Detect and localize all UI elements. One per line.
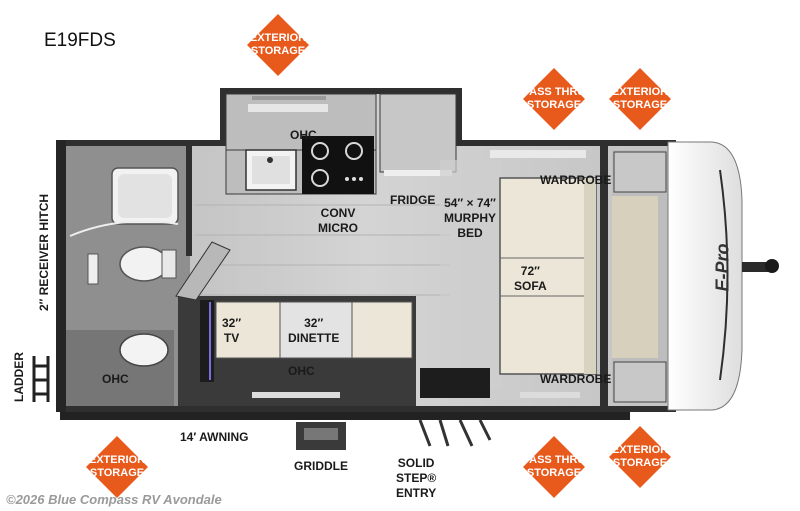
wardrobe-top-box (613, 151, 667, 193)
wardrobe-bottom-label: WARDROBE (540, 372, 612, 386)
ohc-kitchen-shade (248, 104, 328, 112)
dinette-table (279, 301, 353, 359)
shower-door-arc (69, 220, 179, 237)
tp-holder (87, 253, 99, 285)
entry-step (420, 368, 490, 398)
a-frame (742, 262, 772, 272)
front-window-top (490, 150, 586, 158)
wardrobe-top-label: WARDROBE (540, 173, 612, 187)
ohc-bath-label: OHC (102, 372, 129, 386)
badge-line-2: STORAGE (89, 467, 145, 479)
badge-line-1: PASS THRU (522, 454, 586, 466)
ladder-shape (32, 356, 50, 402)
ohc-kitchen-label: OHC (290, 128, 317, 142)
sofa-back (584, 178, 596, 374)
badge-line-2: STORAGE (526, 467, 582, 479)
murphy-bed-line-3: BED (457, 226, 483, 240)
murphy-bed-size: 54″ × 74″ (444, 196, 496, 210)
entry-label: SOLID STEP® ENTRY (396, 456, 436, 501)
tv-size: 32″ (222, 316, 242, 330)
fridge (379, 93, 457, 173)
knob-2 (352, 177, 356, 181)
badge-line-1: EXTERIOR (611, 86, 669, 98)
badge-line-1: EXTERIOR (249, 32, 307, 44)
entry-line-2: STEP® (396, 471, 437, 485)
cap-stripe (719, 169, 729, 381)
conv-micro-line-1: CONV (320, 206, 356, 220)
cooktop (302, 136, 374, 194)
murphy-bed-line-2: MURPHY (444, 211, 497, 225)
sofa-label: 72″ SOFA (514, 264, 547, 294)
badge-line-2: STORAGE (250, 45, 306, 57)
badge-line-1: EXTERIOR (88, 454, 146, 466)
badge-line-2: STORAGE (612, 99, 668, 111)
dinette-size: 32″ (304, 316, 324, 330)
watermark: ©2026 Blue Compass RV Avondale (6, 492, 222, 507)
dinette-bench-right (351, 301, 413, 359)
badge-line-2: STORAGE (526, 99, 582, 111)
floor-planks (195, 204, 450, 296)
dinette-bench-left (215, 301, 281, 359)
toilet (119, 246, 169, 282)
awning-rail (60, 412, 630, 420)
badge-line-1: PASS THRU (522, 86, 586, 98)
griddle-top (304, 428, 338, 440)
conv-micro-line-2: MICRO (318, 221, 358, 235)
badge-line-1: EXTERIOR (611, 444, 669, 456)
burner-1 (311, 142, 329, 160)
receiver-hitch-label: 2″ RECEIVER HITCH (37, 193, 51, 311)
ohc-dinette-label: OHC (288, 364, 315, 378)
bath-sink (119, 333, 169, 367)
kitchen-window (252, 96, 326, 100)
sofa-size: 72″ (520, 264, 540, 278)
tv-line-2: TV (223, 331, 240, 345)
conv-micro-label: CONV MICRO (318, 206, 358, 236)
knob-3 (359, 177, 363, 181)
entry-line-1: SOLID (397, 456, 435, 470)
awning-label: 14′ AWNING (180, 430, 249, 444)
toilet-tank (161, 249, 177, 279)
dinette-ohc-shade (252, 392, 340, 398)
entry-window (520, 392, 580, 398)
brand-logo: E-Pro (712, 243, 733, 292)
fridge-door (384, 170, 452, 176)
tv-label: 32″ TV (222, 316, 241, 346)
murphy-bed-label: 54″ × 74″ MURPHY BED (444, 196, 496, 241)
fridge-label: FRIDGE (390, 193, 436, 207)
shower-tub-inner (118, 174, 172, 218)
jack (765, 259, 779, 273)
sofa-line-2: SOFA (514, 279, 547, 293)
faucet (267, 157, 273, 163)
front-wall (600, 146, 608, 406)
entry-steps (418, 419, 492, 447)
ladder-label: LADDER (12, 352, 26, 402)
burner-3 (311, 169, 329, 187)
dinette-partition (175, 241, 231, 301)
entry-line-3: ENTRY (396, 486, 437, 500)
griddle-label: GRIDDLE (294, 459, 348, 473)
knob-1 (345, 177, 349, 181)
wardrobe-bottom-box (613, 361, 667, 403)
badge-line-2: STORAGE (612, 457, 668, 469)
tv-panel (200, 300, 214, 382)
rear-wall (56, 140, 66, 412)
bathroom-wall (186, 146, 192, 256)
dinette-line-2: DINETTE (288, 331, 340, 345)
murphy-bed-zone (440, 160, 502, 388)
burner-2 (345, 142, 363, 160)
front-bed-mattress (612, 196, 658, 358)
model-title: E19FDS (44, 30, 116, 51)
sofa (499, 177, 597, 375)
dinette-label: 32″ DINETTE (288, 316, 339, 346)
